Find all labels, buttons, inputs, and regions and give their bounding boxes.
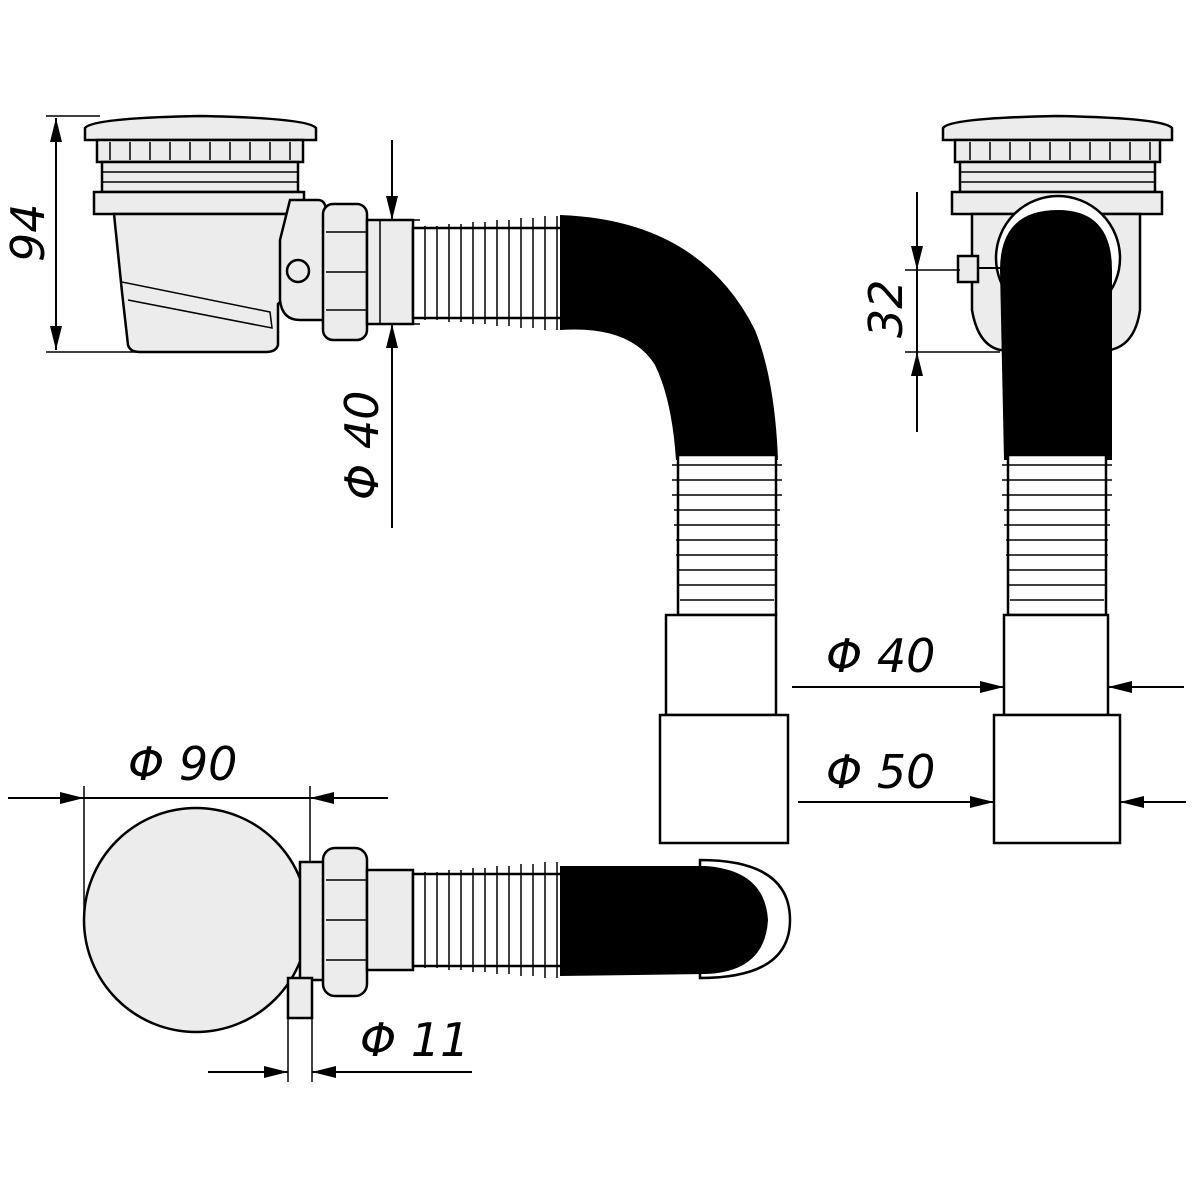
front-view-drain (941, 114, 1174, 460)
dim-pipe-socket: Φ 50 (798, 745, 1186, 808)
dim-drain-cap: Φ 90 (8, 737, 388, 910)
label-outlet-40: Φ 40 (335, 391, 389, 500)
label-nozzle-11: Φ 11 (360, 1013, 469, 1067)
side-view-hose (411, 215, 790, 845)
dim-height-total: 94 (1, 115, 140, 353)
label-32: 32 (859, 279, 913, 338)
top-view-drain (82, 806, 415, 1034)
dim-pipe-outer: Φ 40 (792, 629, 1184, 693)
label-94: 94 (1, 203, 55, 262)
label-pipe-40: Φ 40 (826, 629, 935, 683)
top-view-hose (411, 858, 792, 980)
side-view-drain (83, 114, 415, 354)
label-cap-90: Φ 90 (128, 737, 237, 791)
dim-overflow-nozzle: Φ 11 (208, 1013, 472, 1082)
label-socket-50: Φ 50 (826, 745, 935, 799)
dim-outlet-side: Φ 40 (335, 140, 420, 528)
dim-flange-height: 32 (859, 192, 1000, 432)
front-view-hose (992, 453, 1122, 845)
